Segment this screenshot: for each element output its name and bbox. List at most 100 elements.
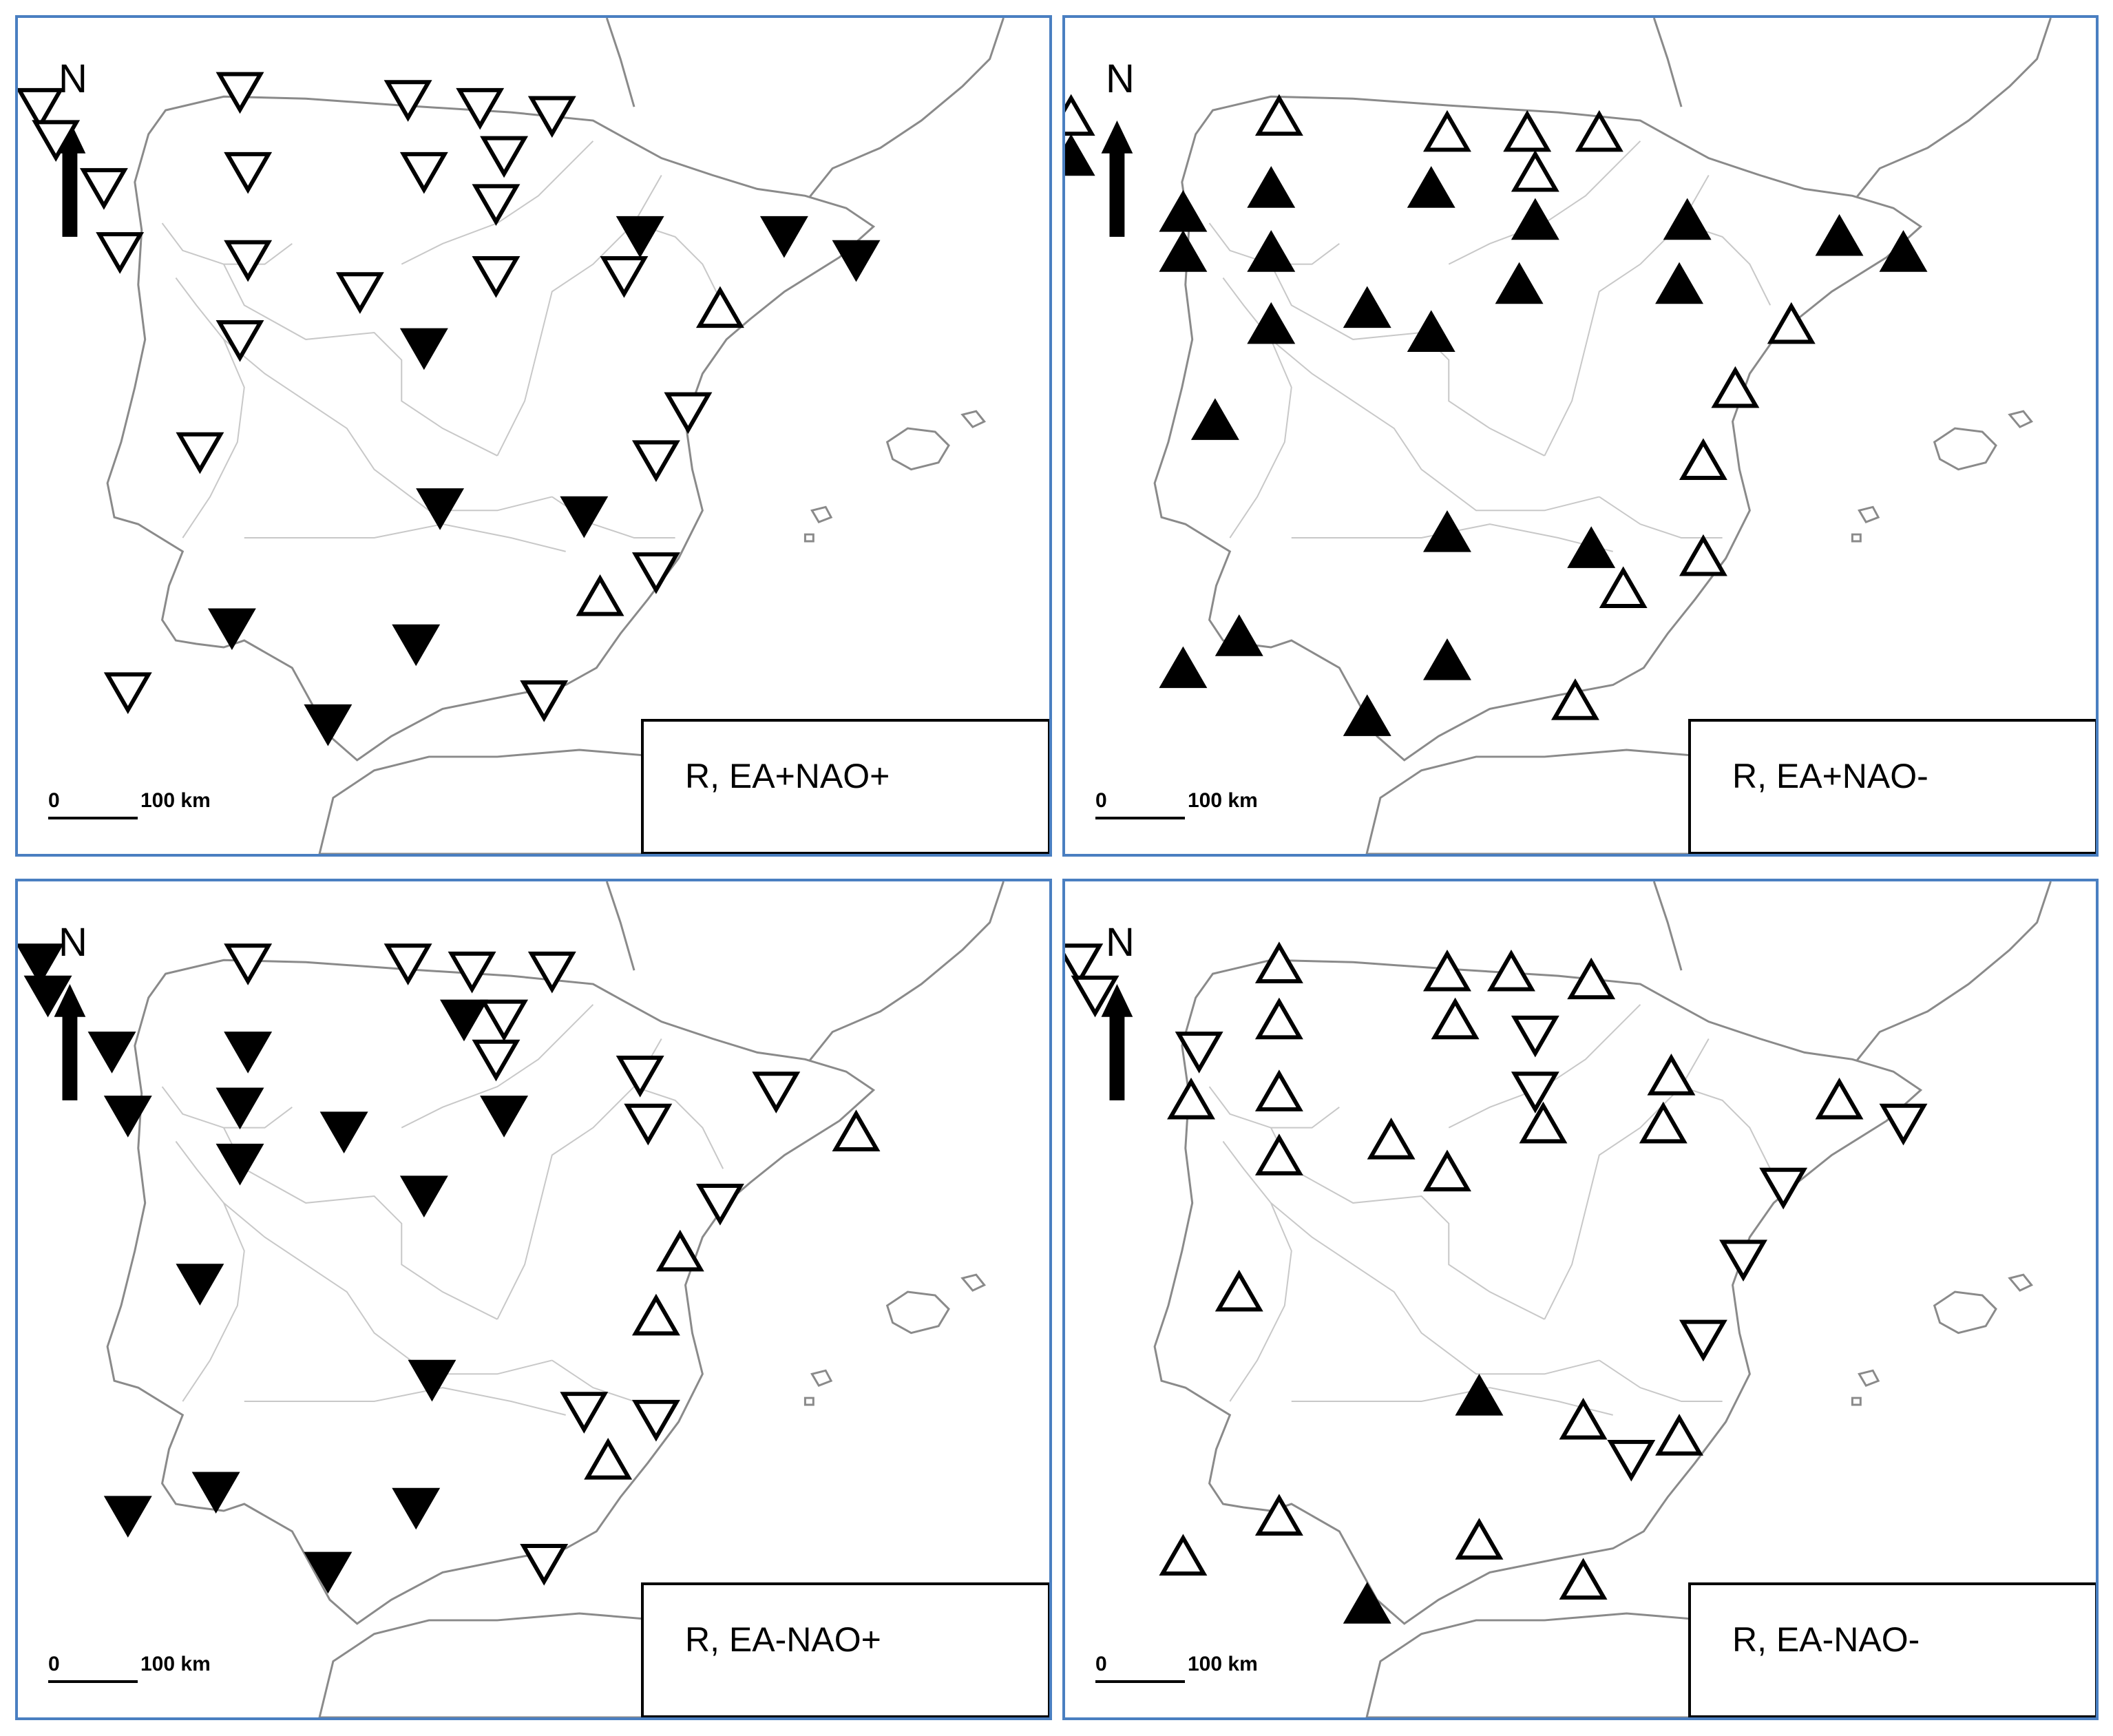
station-marker-down-open (215, 72, 264, 114)
station-marker-up-filled (1190, 398, 1239, 440)
station-marker-up-filled (1065, 134, 1095, 176)
balearic-island (885, 1290, 950, 1335)
balearic-island (1851, 1397, 1862, 1406)
station-marker-up-open (1254, 1069, 1303, 1111)
iberia-coastline (106, 959, 876, 1625)
station-marker-up-open (631, 1293, 680, 1336)
station-marker-down-filled (399, 1175, 448, 1217)
scale-label: 100 km (1188, 789, 1258, 812)
station-marker-down-open (448, 951, 496, 994)
region-border (401, 1004, 594, 1129)
station-marker-up-open (1647, 1054, 1696, 1096)
station-marker-up-open (1599, 566, 1648, 608)
station-marker-down-open (176, 432, 224, 474)
region-border (175, 277, 245, 538)
north-label: N (59, 920, 87, 965)
station-marker-up-open (1486, 949, 1535, 992)
station-marker-down-open (1879, 1103, 1928, 1146)
station-marker-down-filled (103, 1496, 152, 1538)
station-marker-up-filled (1343, 286, 1391, 328)
station-marker-up-open (1550, 678, 1599, 720)
region-border (401, 140, 594, 265)
station-marker-down-filled (440, 999, 488, 1042)
station-marker-down-filled (176, 1264, 224, 1306)
north-arrow-head (1101, 121, 1133, 154)
station-marker-down-open (215, 320, 264, 362)
region-border (223, 264, 498, 457)
station-marker-up-filled (1815, 213, 1864, 256)
station-marker-up-filled (1159, 230, 1208, 272)
station-marker-up-filled (1247, 302, 1296, 344)
scale-label: 100 km (1188, 1653, 1258, 1675)
station-marker-down-filled (416, 488, 465, 530)
region-border (1291, 1387, 1613, 1416)
balearic-island (803, 1397, 814, 1406)
station-marker-up-filled (1655, 262, 1704, 304)
station-marker-up-open (1655, 1414, 1704, 1456)
map-panel-ea-plus-nao-plus: N 0 100 km R, EA+NAO+ (15, 15, 1052, 857)
iberia-coastline (1153, 959, 1923, 1625)
station-marker-up-open (655, 1229, 704, 1272)
station-marker-down-open (79, 168, 128, 210)
station-marker-down-open (631, 440, 680, 482)
station-marker-down-filled (207, 608, 256, 651)
station-marker-up-filled (1455, 1373, 1504, 1416)
station-marker-down-filled (616, 216, 664, 258)
station-marker-up-filled (1423, 510, 1471, 552)
station-marker-down-open (383, 943, 432, 985)
station-marker-up-open (1254, 1494, 1303, 1536)
station-marker-up-filled (1567, 526, 1616, 568)
region-border (633, 1086, 724, 1169)
station-marker-down-open (1065, 943, 1104, 985)
station-marker-down-open (1679, 1319, 1727, 1362)
station-marker-down-open (1759, 1167, 1808, 1210)
north-arrow-shaft (62, 147, 78, 237)
station-marker-up-open (1159, 1534, 1208, 1576)
scale-bar (48, 817, 138, 819)
station-marker-up-open (1455, 1518, 1504, 1560)
panel-title-box: R, EA+NAO+ (641, 719, 1049, 854)
station-marker-down-open (1607, 1439, 1656, 1482)
station-marker-down-filled (304, 704, 353, 746)
station-marker-up-open (1367, 1118, 1416, 1160)
balearic-island (810, 1369, 833, 1388)
station-marker-up-open (1767, 302, 1816, 344)
station-marker-up-open (1511, 149, 1559, 192)
balearic-island (1858, 1369, 1880, 1388)
station-marker-down-open (560, 1392, 609, 1434)
station-marker-up-open (576, 574, 624, 616)
balearic-island (960, 1273, 987, 1292)
france-coast (605, 18, 1005, 204)
station-marker-down-open (32, 120, 81, 163)
station-marker-down-open (224, 943, 273, 985)
station-marker-down-open (527, 96, 576, 138)
iberia-coastline (1153, 95, 1923, 762)
station-marker-down-open (1071, 975, 1119, 1018)
balearic-island (1933, 1290, 1997, 1335)
station-marker-up-filled (1159, 646, 1208, 689)
station-marker-down-filled (480, 1096, 529, 1138)
map-panel-ea-minus-nao-plus: N 0 100 km R, EA-NAO+ (15, 879, 1052, 1720)
station-marker-down-open (695, 1184, 744, 1226)
station-marker-down-filled (392, 624, 441, 667)
station-marker-up-open (1567, 957, 1616, 1000)
station-marker-down-open (631, 552, 680, 594)
station-marker-up-open (832, 1109, 881, 1152)
station-marker-down-open (480, 999, 529, 1042)
station-marker-down-filled (759, 216, 808, 258)
station-marker-up-open (1423, 109, 1471, 152)
region-border (1222, 1140, 1292, 1402)
station-marker-up-filled (1423, 638, 1471, 680)
balearic-island (1858, 505, 1880, 524)
station-marker-down-open (399, 151, 448, 194)
station-marker-up-open (1431, 997, 1480, 1040)
station-marker-up-filled (1407, 310, 1455, 353)
station-marker-down-open (96, 232, 145, 274)
region-border (223, 339, 553, 512)
station-marker-down-open (472, 1039, 521, 1082)
station-marker-down-open (631, 1399, 680, 1442)
north-arrow-shaft (1109, 147, 1125, 237)
station-marker-up-open (695, 286, 744, 328)
north-label: N (1106, 920, 1135, 965)
scale-bar (48, 1680, 138, 1683)
